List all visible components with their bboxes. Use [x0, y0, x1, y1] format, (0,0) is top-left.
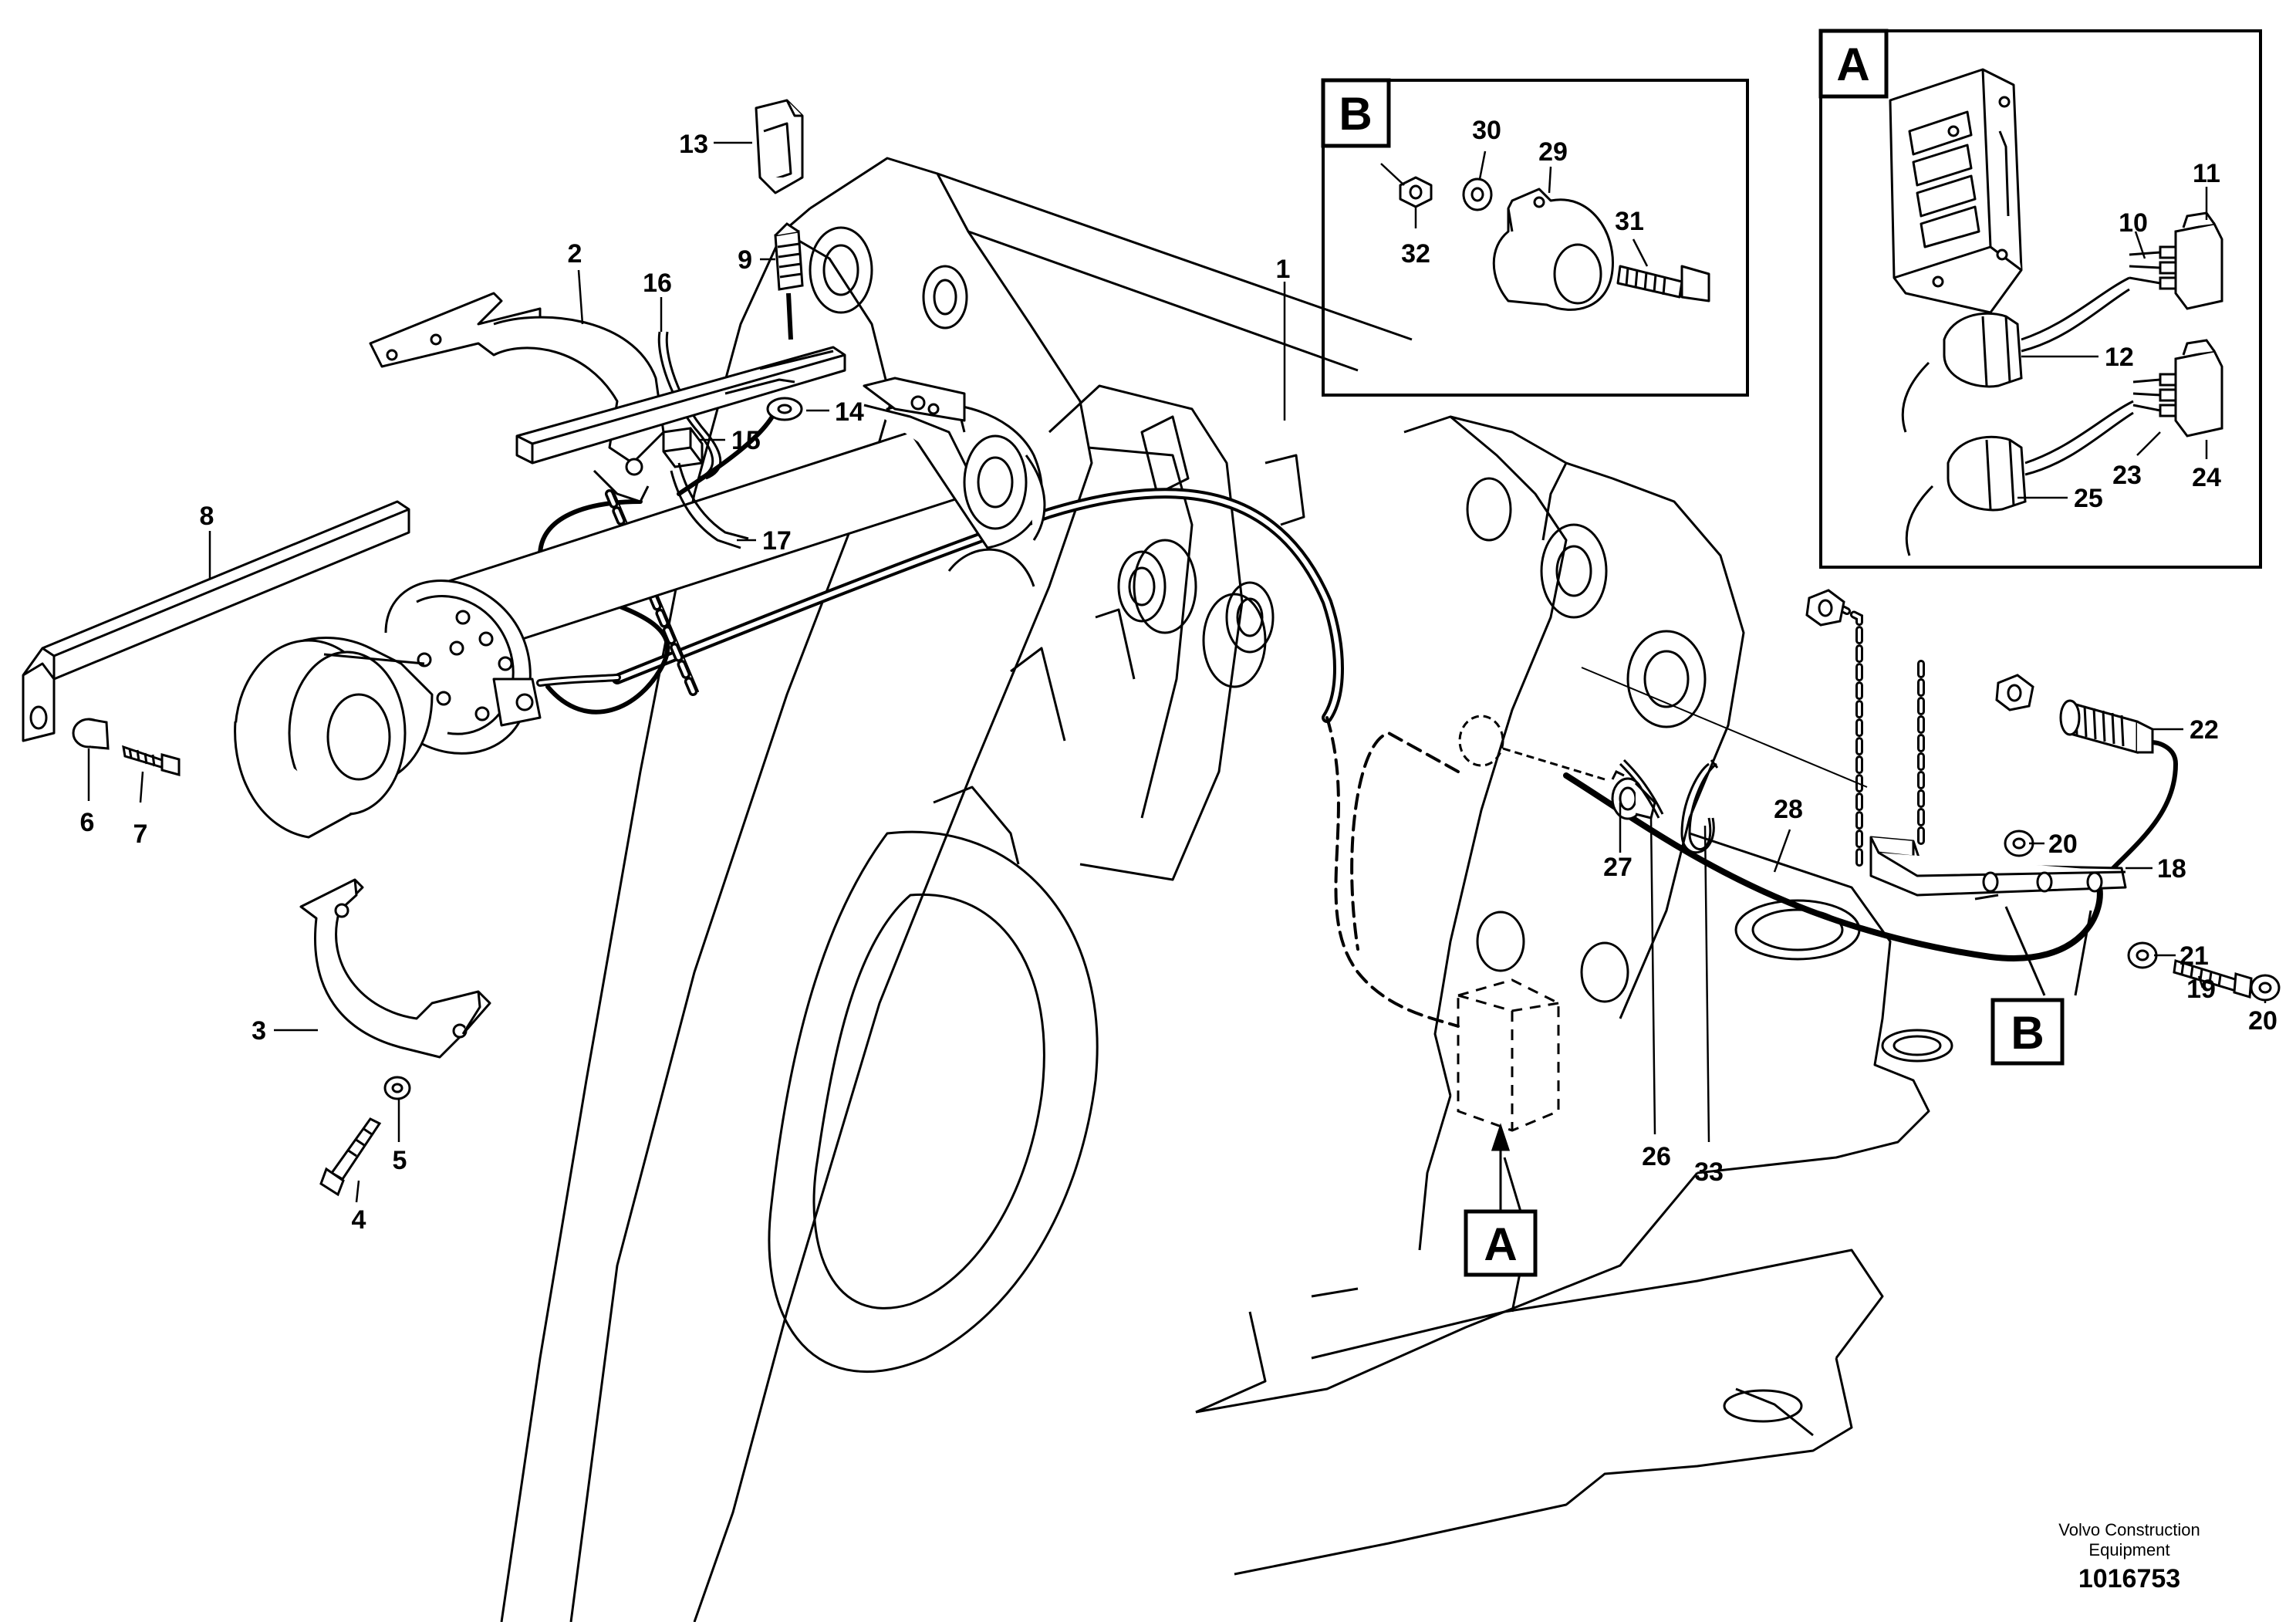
boom-frame: [500, 157, 1953, 1622]
part-26-tie: [1619, 759, 1664, 819]
part-7-screw: [122, 745, 181, 776]
callout-21: 21: [2180, 941, 2209, 971]
ref-box-a: [1464, 1209, 1538, 1277]
part-33-tie: [1680, 759, 1719, 854]
part-32-nut-ghost: [1458, 715, 1606, 781]
part-18-bracket: [1869, 836, 2127, 897]
part-25-grommet: [1905, 400, 2134, 556]
callout-8: 8: [200, 502, 214, 531]
callout-22: 22: [2190, 715, 2219, 745]
callout-16: 16: [643, 269, 672, 298]
hydraulic-cylinder: [234, 377, 1046, 839]
centerline: [1581, 667, 1868, 788]
callout-15: 15: [731, 426, 761, 455]
part-20-washer: [2004, 830, 2281, 1002]
part-13-cap: [755, 99, 804, 194]
detail-a-frame: [1818, 29, 2262, 569]
callout-28: 28: [1774, 795, 1803, 824]
part-4-screw: [319, 1117, 382, 1197]
a-arrow: [1491, 1123, 1511, 1211]
part-11-plug: [2129, 211, 2223, 310]
connector-location-a: [1457, 978, 1560, 1132]
callout-7: 7: [133, 819, 148, 849]
callout-30: 30: [1472, 116, 1501, 145]
detail-a-cover: [1889, 68, 2023, 314]
ref-label-b: B: [2011, 1007, 2044, 1059]
callout-29: 29: [1538, 137, 1568, 167]
callout-12: 12: [2105, 343, 2134, 372]
callout-32: 32: [1401, 239, 1430, 269]
callout-20a: 20: [2048, 830, 2078, 859]
callout-14: 14: [835, 397, 864, 427]
callout-9: 9: [738, 245, 752, 275]
callout-23: 23: [2112, 461, 2142, 490]
part-9-stud: [774, 222, 804, 340]
part-14-washer: [766, 397, 803, 421]
detail-b-title: B: [1339, 88, 1372, 140]
drawing-number: 1016753: [2078, 1564, 2180, 1593]
callout-2: 2: [568, 239, 582, 269]
part-19-screw: [2173, 959, 2253, 999]
leader-lines: [87, 141, 2267, 1203]
callout-20b: 20: [2248, 1006, 2277, 1036]
callout-numbers: 1 2 3 4 5 6 7 8 9 10 11 12 13 14 15 16 1…: [80, 116, 2277, 1235]
part-6-spacer: [72, 718, 110, 750]
callout-4: 4: [352, 1205, 366, 1235]
part-12-grommet: [1901, 276, 2130, 433]
callout-18: 18: [2157, 854, 2186, 884]
ref-label-a: A: [1484, 1218, 1517, 1270]
part-24-plug: [2132, 339, 2223, 438]
part-16-tie: [657, 331, 722, 480]
callout-31: 31: [1615, 207, 1644, 236]
callout-11: 11: [2193, 159, 2220, 188]
callout-10: 10: [2119, 208, 2148, 238]
part-8-tube: [515, 346, 846, 465]
b-arrow-lines: [1974, 894, 2092, 996]
part-22-sensor: [2059, 699, 2154, 754]
detail-b-leaders: [1380, 150, 1649, 267]
part-17-tie: [670, 462, 749, 549]
detail-a-leaders: [2017, 187, 2208, 499]
callout-33: 33: [1694, 1157, 1724, 1187]
callout-1: 1: [1276, 255, 1291, 284]
callout-19: 19: [2186, 975, 2216, 1004]
callout-13: 13: [679, 130, 708, 159]
part-2-bracket: [369, 292, 665, 503]
part-nut-upper: [1805, 589, 2034, 711]
callout-24: 24: [2192, 463, 2221, 492]
footer-brand-line2: Equipment: [2088, 1540, 2169, 1559]
part-5-washer: [383, 1076, 411, 1100]
detail-b-parts: [1399, 176, 1710, 311]
detail-a-title: A: [1836, 39, 1869, 90]
callout-5: 5: [393, 1146, 407, 1175]
callout-25: 25: [2074, 484, 2103, 513]
detail-b-frame: [1321, 78, 1749, 397]
callout-26: 26: [1642, 1142, 1671, 1171]
part-8-bar: [22, 500, 410, 742]
part-3-clamp: [299, 878, 491, 1059]
footer-brand-line1: Volvo Construction: [2058, 1520, 2200, 1539]
callout-6: 6: [80, 808, 95, 837]
callout-3: 3: [252, 1016, 266, 1046]
callout-17: 17: [762, 526, 792, 556]
part-15-clip: [625, 427, 704, 476]
ref-box-b: [1990, 998, 2065, 1066]
callout-27: 27: [1603, 853, 1633, 882]
